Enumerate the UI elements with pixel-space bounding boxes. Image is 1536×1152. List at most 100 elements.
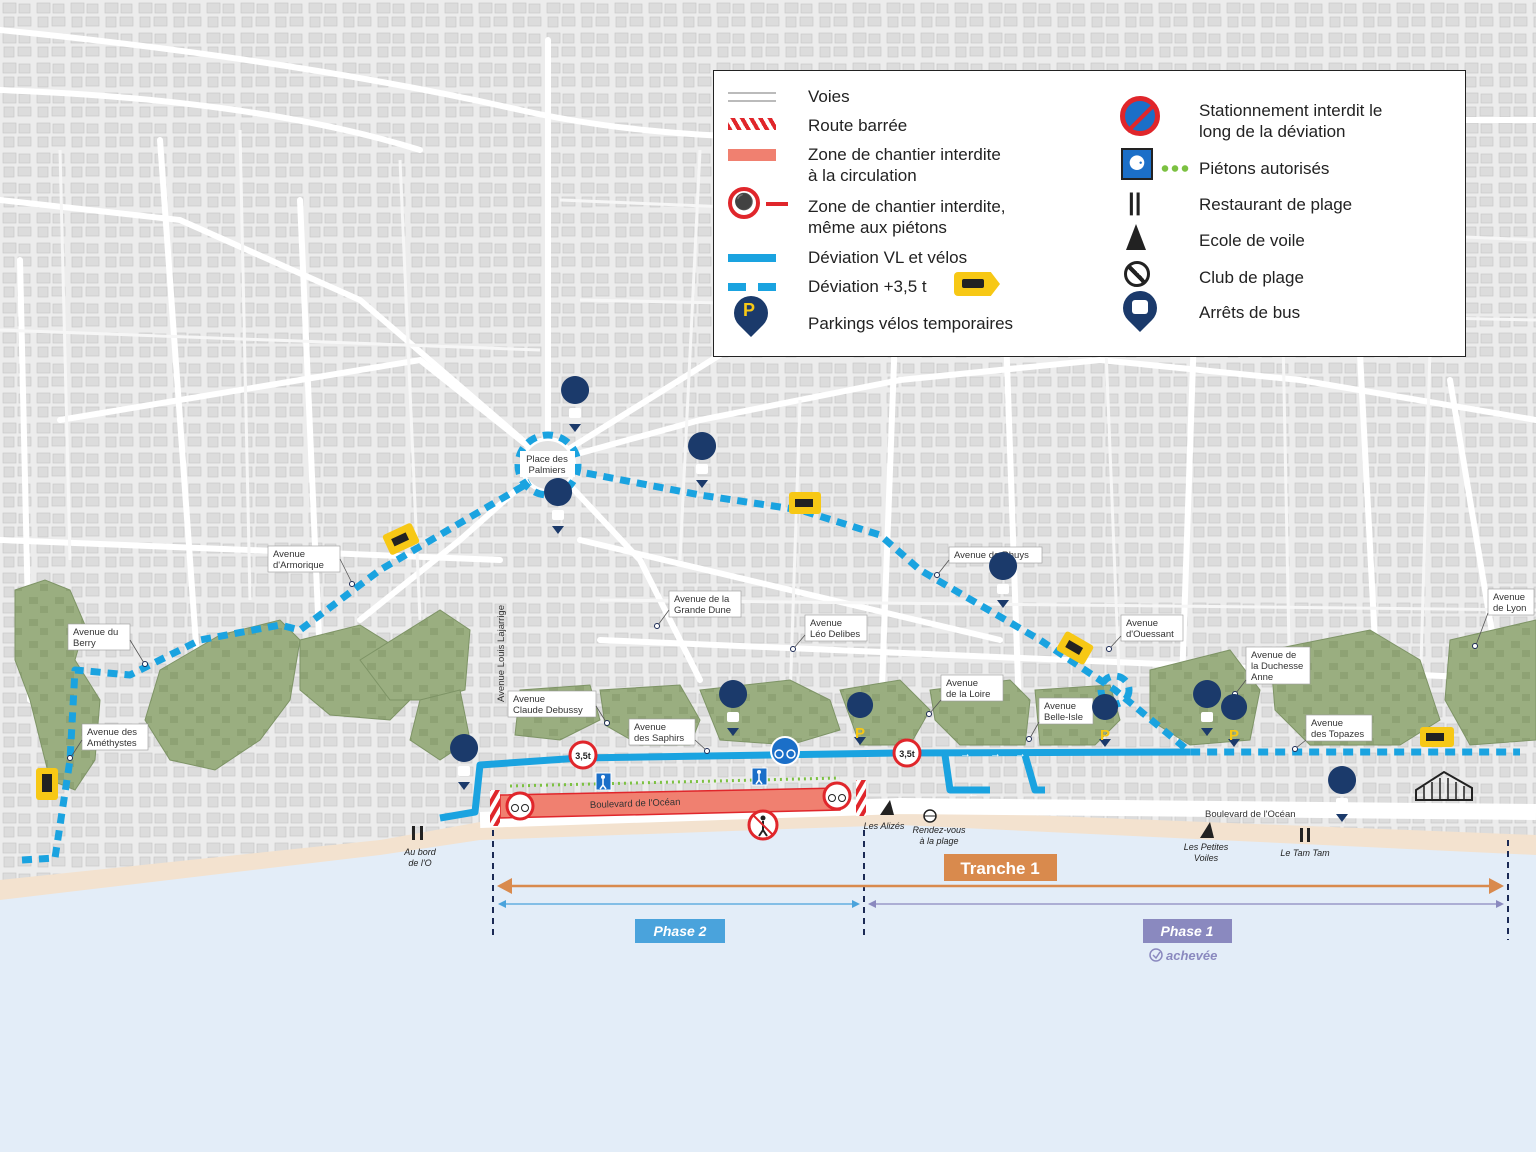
- route-barree-left: [490, 790, 500, 826]
- legend-restaurant: Restaurant de plage: [1199, 195, 1353, 214]
- svg-text:Avenue: Avenue: [634, 722, 666, 733]
- svg-text:Phase 2: Phase 2: [654, 923, 707, 939]
- svg-text:→: →: [960, 748, 971, 760]
- legend-pietons: Piétons autorisés: [1199, 159, 1330, 178]
- bus-stop-icon: [989, 552, 1018, 608]
- svg-text:Avenue: Avenue: [946, 678, 978, 689]
- route-barree-icon: [728, 118, 776, 130]
- legend-voies: Voies: [808, 87, 850, 106]
- pedestrian-icon: ⚈: [1121, 148, 1153, 180]
- svg-text:Avenue: Avenue: [513, 694, 545, 705]
- truck-markers: [36, 492, 1454, 800]
- svg-text:Avenue: Avenue: [273, 549, 305, 560]
- bus-icon: [1132, 300, 1148, 314]
- svg-text:Avenue des: Avenue des: [87, 727, 137, 738]
- label-avenue-de-lyon: Avenue de Lyon: [1472, 588, 1535, 649]
- red-line-icon: [766, 202, 788, 206]
- deviation-vl-velos: [439, 748, 1191, 822]
- svg-text:achevée: achevée: [1166, 948, 1217, 963]
- svg-text:d'Ouessant: d'Ouessant: [1126, 629, 1174, 640]
- windsurf-icon: [880, 800, 894, 815]
- svg-text:d'Armorique: d'Armorique: [273, 560, 324, 571]
- svg-text:Phase 1: Phase 1: [1161, 923, 1214, 939]
- svg-text:des Topazes: des Topazes: [1311, 729, 1364, 740]
- bus-stop-icon: [561, 376, 590, 432]
- legend: Voies Route barrée Zone de chantier inte…: [713, 70, 1466, 357]
- bus-stop-icon: [450, 734, 479, 790]
- voies-icon: [728, 92, 776, 102]
- svg-text:Léo Delibes: Léo Delibes: [810, 629, 860, 640]
- legend-ecole-voile: Ecole de voile: [1199, 231, 1305, 250]
- legend-arrets-bus: Arrêts de bus: [1199, 303, 1301, 322]
- pedestrian-dots-icon: [1160, 165, 1190, 172]
- svg-text:→: →: [1015, 748, 1026, 760]
- street-labels: Place des Palmiers Avenue d'Armorique Av…: [67, 451, 1535, 820]
- deviation-vl-icon: [728, 254, 776, 262]
- label-avenue-grande-dune: Avenue de la Grande Dune: [654, 590, 742, 629]
- svg-text:Avenue de Rhuys: Avenue de Rhuys: [954, 550, 1029, 561]
- svg-text:Tranche 1: Tranche 1: [960, 859, 1039, 878]
- truck-icon: [789, 492, 821, 514]
- bus-stop-icon: [688, 432, 717, 488]
- beach-places: Au bord de l'O Les Alizés Rendez-vous à …: [403, 800, 1330, 868]
- no-bike-sign: [822, 781, 852, 811]
- no-bike-sign: [505, 791, 535, 821]
- beach-ball-icon: [923, 809, 937, 823]
- pedestrian-sign: [751, 767, 768, 786]
- label-place-des-palmiers: Place des Palmiers: [520, 451, 575, 477]
- weight-limit-sign: 3,5t: [568, 740, 598, 770]
- svg-text:Palmiers: Palmiers: [529, 465, 566, 476]
- legend-deviation-35t: Déviation +3,5 t: [808, 277, 927, 296]
- pedestrian-sign: [595, 772, 612, 791]
- phase-dimensions: [492, 830, 1509, 940]
- legend-club-plage: Club de plage: [1199, 268, 1304, 287]
- legend-zone-interdite-circulation: Zone de chantier interdite à la circulat…: [808, 145, 1001, 185]
- svg-text:Au bord: Au bord: [403, 847, 437, 857]
- bike-path-sign: [770, 736, 800, 766]
- svg-text:Place des: Place des: [526, 454, 568, 465]
- svg-text:de Lyon: de Lyon: [1493, 603, 1526, 614]
- no-parking-icon: [1120, 96, 1160, 136]
- svg-text:P: P: [1100, 727, 1110, 744]
- svg-text:Le Tam Tam: Le Tam Tam: [1280, 848, 1330, 858]
- windsurf-icon: [1200, 822, 1214, 838]
- zone-chantier-icon: [728, 149, 776, 161]
- label-avenue-debussy: Avenue Claude Debussy: [507, 690, 610, 726]
- svg-text:Voiles: Voiles: [1194, 853, 1219, 863]
- bike-parkings: P P P: [847, 692, 1248, 747]
- label-avenue-leo-delibes: Avenue Léo Delibes: [790, 614, 868, 652]
- phase-1-status: achevée: [1149, 948, 1217, 963]
- svg-text:Avenue: Avenue: [1493, 592, 1525, 603]
- label-avenue-duchesse-anne: Avenue de la Duchesse Anne: [1232, 646, 1311, 697]
- label-avenue-loire: Avenue de la Loire: [926, 674, 1004, 717]
- beach-club-building-icon: [1415, 770, 1473, 801]
- bus-stop-icon: [1328, 766, 1357, 822]
- svg-text:des Saphirs: des Saphirs: [634, 733, 684, 744]
- svg-text:de la Loire: de la Loire: [946, 689, 990, 700]
- label-avenue-saphirs: Avenue des Saphirs: [628, 718, 710, 754]
- route-barree-right: [856, 780, 866, 816]
- svg-text:Avenue Louis Lajarrige: Avenue Louis Lajarrige: [496, 605, 507, 702]
- bus-stop-icon: [544, 478, 573, 534]
- svg-text:Grande Dune: Grande Dune: [674, 605, 731, 616]
- sea: [0, 825, 1536, 1152]
- svg-text:3,5t: 3,5t: [899, 749, 915, 759]
- svg-text:3,5t: 3,5t: [575, 751, 591, 761]
- truck-icon: [382, 523, 420, 555]
- bus-stop-icon: [719, 680, 748, 736]
- label-avenue-louis-lajarrige: Avenue Louis Lajarrige: [496, 605, 507, 702]
- label-avenue-ouessant: Avenue d'Ouessant: [1106, 614, 1184, 652]
- lane-arrows: → → → ←: [960, 748, 1026, 800]
- svg-text:Avenue: Avenue: [1311, 718, 1343, 729]
- restaurant-icon: ||: [1128, 189, 1142, 216]
- legend-deviation-vl: Déviation VL et vélos: [808, 248, 968, 267]
- svg-text:Avenue: Avenue: [1126, 618, 1158, 629]
- svg-text:→: →: [990, 748, 1001, 760]
- no-pedestrian-icon: ⚫: [728, 187, 760, 219]
- bike-parking-icon: P: [847, 692, 874, 745]
- svg-text:←: ←: [968, 788, 979, 800]
- label-boulevard-ocean: Boulevard de l'Océan: [1205, 809, 1296, 820]
- svg-text:Les Petites: Les Petites: [1184, 842, 1229, 852]
- bd-ocean-label-chantier: Boulevard de l'Océan: [590, 797, 681, 811]
- label-avenue-armorique: Avenue d'Armorique: [267, 545, 355, 587]
